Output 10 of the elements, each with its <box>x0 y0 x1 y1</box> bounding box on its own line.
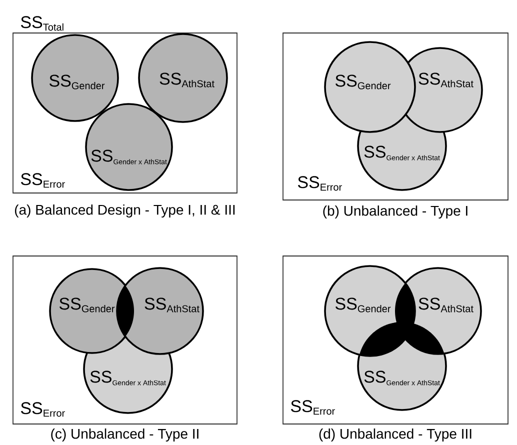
panel-caption: (d) Unbalanced - Type III <box>319 428 472 442</box>
term-label: SS$_{Total}$ <box>20 16 64 31</box>
term-label: SS$_{Error}$ <box>20 402 65 417</box>
term-label: SS$_{Error}$ <box>290 400 335 415</box>
term-label: SS$_{Error}$ <box>298 176 342 191</box>
panel-caption: (c) Unbalanced - Type II <box>51 428 198 442</box>
panel-caption: (a) Balanced Design - Type I, II & III <box>14 204 235 218</box>
panel-caption: (b) Unbalanced - Type I <box>323 205 468 219</box>
term-label: SS$_{Error}$ <box>20 173 65 188</box>
overlap-region <box>117 286 134 336</box>
